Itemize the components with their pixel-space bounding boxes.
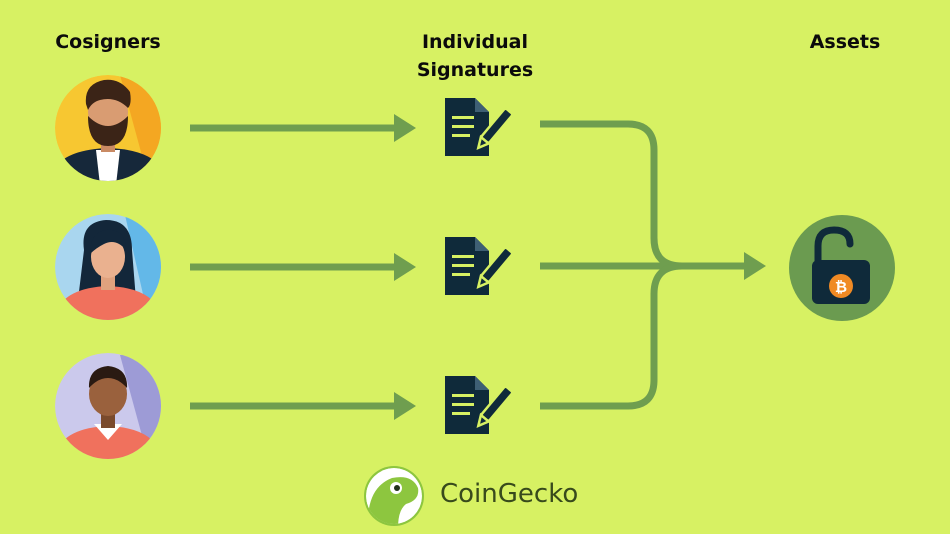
- signature-document-3: [445, 376, 514, 434]
- signature-document-2: [445, 237, 514, 295]
- arrow-cosigner-3-to-signature: [190, 392, 416, 420]
- merge-connector: [540, 120, 748, 410]
- brand-name: CoinGecko: [440, 479, 579, 509]
- bitcoin-unlocked-padlock-icon: ₿: [812, 226, 870, 304]
- header-signatures-line2: Signatures: [416, 59, 534, 81]
- signed-document-icon: [445, 237, 514, 295]
- signed-document-icon: [445, 98, 514, 156]
- man-avatar-icon: [55, 75, 161, 181]
- cosigner-3-avatar: [55, 353, 161, 459]
- header-cosigners: Cosigners: [55, 31, 161, 53]
- arrow-cosigner-2-to-signature: [190, 253, 416, 281]
- arrow-cosigner-1-to-signature: [190, 114, 416, 142]
- cosigner-2-avatar: [55, 214, 161, 320]
- header-signatures-line1: Individual: [421, 31, 529, 53]
- header-individual-signatures: Individual Signatures: [385, 28, 565, 84]
- woman-avatar-icon: [55, 214, 161, 320]
- signed-document-icon: [445, 376, 514, 434]
- arrow-to-assets-head: [744, 252, 766, 280]
- cosigner-1-avatar: [55, 75, 161, 181]
- header-assets: Assets: [809, 31, 881, 53]
- coingecko-logo: [364, 466, 424, 526]
- assets-lock-badge: ₿: [789, 215, 895, 321]
- gecko-logo-icon: [364, 466, 424, 526]
- man-avatar-icon: [55, 353, 161, 459]
- signature-document-1: [445, 98, 514, 156]
- svg-text:₿: ₿: [835, 278, 847, 296]
